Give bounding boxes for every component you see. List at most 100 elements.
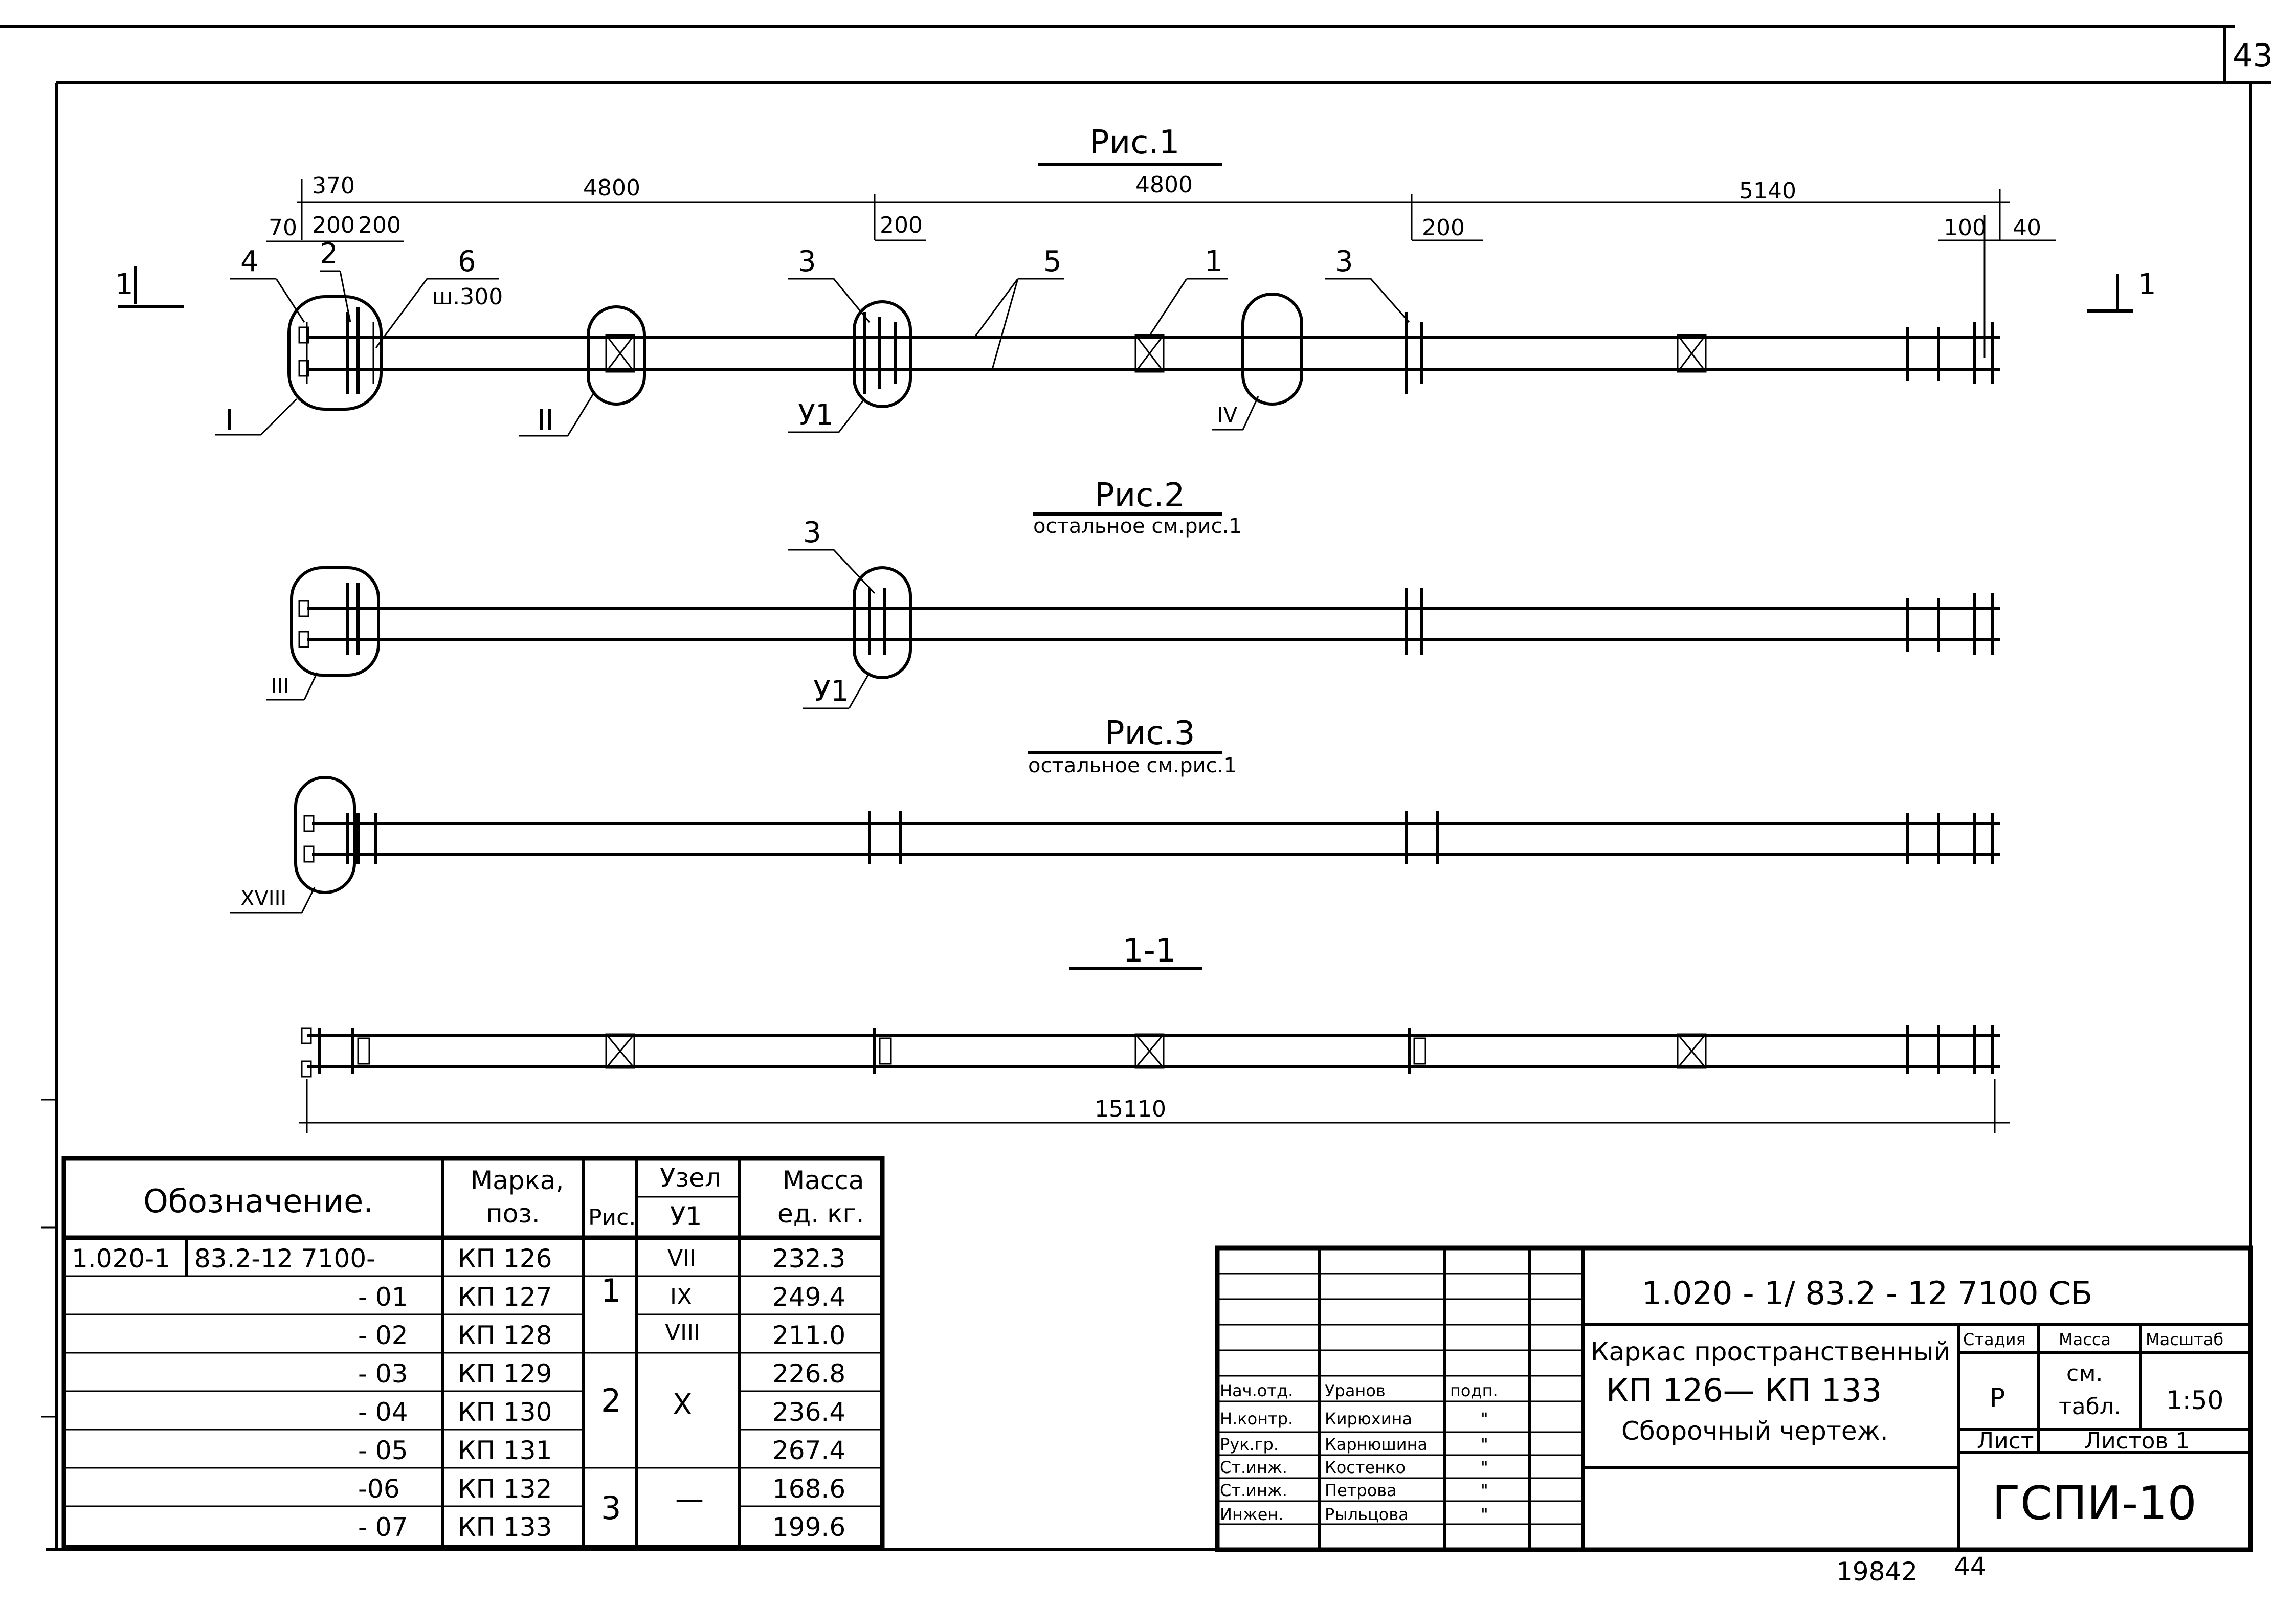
row-mark: КП 131 — [458, 1436, 552, 1465]
th-mass-1: Масса — [783, 1166, 864, 1195]
th-node-2: У1 — [670, 1201, 702, 1231]
th-designation: Обозначение. — [143, 1182, 373, 1220]
fig2-label-III: III — [271, 675, 289, 698]
row-mass: 267.4 — [772, 1436, 845, 1465]
node-value: IX — [670, 1284, 692, 1310]
fig1-cross-braces — [605, 334, 1707, 373]
title-block: 1.020 - 1/ 83.2 - 12 7100 СБ Каркас прос… — [1215, 1245, 2253, 1552]
node-value: VIII — [665, 1320, 700, 1346]
sig-sign: " — [1481, 1435, 1488, 1454]
fig-group-2: 2 — [601, 1382, 621, 1419]
row-mark: КП 130 — [458, 1397, 552, 1427]
fig1-verticals — [306, 307, 1994, 394]
fig3-node-XVIII — [294, 776, 356, 894]
fig2-node-III — [290, 566, 380, 677]
fig1-dim-200-b: 200 — [358, 212, 401, 238]
fig3-subtitle: остальное см.рис.1 — [1028, 754, 1237, 777]
fig1-label-II: II — [537, 404, 554, 437]
fig1-dim-40: 40 — [2013, 215, 2041, 241]
row-mark: КП 126 — [458, 1244, 552, 1274]
doc-name-2: КП 126— КП 133 — [1606, 1372, 1882, 1409]
fig1-callout-3b: 3 — [1335, 245, 1353, 278]
th-mark-2: поз. — [486, 1199, 540, 1229]
fig1-dim-370: 370 — [312, 173, 355, 199]
row-mark: КП 128 — [458, 1321, 552, 1350]
scale-label: Масштаб — [2146, 1330, 2223, 1349]
fig1-callout-w300: ш.300 — [432, 284, 503, 310]
fig1-callout-4: 4 — [240, 245, 259, 278]
sig-name: Петрова — [1325, 1481, 1397, 1500]
row-des-a: 1.020-1 — [72, 1244, 170, 1274]
section-1-1: 1-1 15110 — [299, 932, 2010, 1133]
sig-role: Нач.отд. — [1220, 1381, 1293, 1400]
fig-group-1: 1 — [601, 1272, 621, 1309]
sheets-label: Листов 1 — [2084, 1428, 2190, 1454]
section-dim-total: 15110 — [1095, 1096, 1166, 1122]
sig-role: Н.контр. — [1220, 1409, 1293, 1429]
sheet-number: 43 — [2233, 37, 2273, 74]
fig1-callout-2: 2 — [320, 237, 338, 271]
sig-role: Ст.инж. — [1220, 1458, 1287, 1477]
fig2-label-Y1: У1 — [813, 675, 849, 708]
mass-label: Масса — [2059, 1330, 2111, 1349]
fig1-node-II — [587, 305, 646, 406]
row-des-b: - 03 — [358, 1359, 408, 1389]
row-mass: 232.3 — [772, 1244, 845, 1274]
fig-group-3: 3 — [601, 1489, 621, 1527]
fig1-callout-3a: 3 — [798, 245, 816, 278]
figure-3: Рис.3 остальное см.рис.1 XVIII — [230, 715, 2000, 914]
row-mass: 211.0 — [772, 1321, 845, 1350]
fig1-title: Рис.1 — [1089, 124, 1179, 162]
sig-sign: " — [1481, 1409, 1488, 1429]
row-mass: 249.4 — [772, 1282, 845, 1312]
row-mark: КП 127 — [458, 1282, 552, 1312]
node-value: VII — [667, 1245, 696, 1271]
row-des-b: - 02 — [358, 1321, 408, 1350]
doc-code: 1.020 - 1/ 83.2 - 12 7100 СБ — [1642, 1275, 2092, 1312]
fig1-label-IV: IV — [1217, 404, 1238, 427]
th-mass-2: ед. кг. — [777, 1199, 864, 1229]
sig-name: Уранов — [1325, 1381, 1386, 1400]
figure-2: Рис.2 остальное см.рис.1 III У1 3 — [266, 477, 2000, 709]
sig-sign: " — [1481, 1458, 1488, 1477]
th-mark-1: Марка, — [471, 1166, 564, 1195]
row-mass: 226.8 — [772, 1359, 845, 1389]
doc-name-1: Каркас пространственный — [1591, 1337, 1950, 1367]
node-value: X — [673, 1388, 692, 1421]
fig1-callout-5: 5 — [1043, 245, 1062, 278]
th-fig: Рис. — [588, 1204, 636, 1231]
fig1-dim-200-c: 200 — [880, 212, 923, 238]
section-mark-left: 1 — [115, 268, 133, 301]
sig-name: Кирюхина — [1325, 1409, 1412, 1429]
row-des-b: - 05 — [358, 1436, 408, 1465]
fig1-callout-6: 6 — [458, 245, 476, 278]
row-des-b: - 07 — [358, 1512, 408, 1542]
section-mark-right: 1 — [2138, 268, 2156, 301]
sig-name: Рыльцова — [1325, 1505, 1409, 1524]
row-des-b: 83.2-12 7100- — [194, 1244, 375, 1274]
row-mass: 199.6 — [772, 1512, 845, 1542]
row-mass: 236.4 — [772, 1397, 845, 1427]
sig-role: Ст.инж. — [1220, 1481, 1287, 1500]
stage-label: Стадия — [1963, 1330, 2026, 1349]
sig-sign: " — [1481, 1505, 1488, 1524]
row-mass: 168.6 — [772, 1474, 845, 1504]
row-des-b: - 04 — [358, 1397, 408, 1427]
mass-value-2: табл. — [2059, 1394, 2121, 1420]
mass-value-1: см. — [2066, 1360, 2103, 1387]
th-node-1: Узел — [660, 1163, 721, 1193]
fig1-dim-70: 70 — [269, 215, 297, 241]
fig1-label-Y1: У1 — [798, 398, 834, 432]
fig1-dim-200-d: 200 — [1422, 215, 1465, 241]
row-mark: КП 133 — [458, 1512, 552, 1542]
fig3-label-XVIII: XVIII — [240, 887, 286, 910]
fig2-subtitle: остальное см.рис.1 — [1033, 515, 1242, 538]
section-title: 1-1 — [1123, 932, 1176, 970]
row-des-b: - 01 — [358, 1282, 408, 1312]
fig1-dim-200-a: 200 — [312, 212, 355, 238]
fig2-node-Y1 — [853, 566, 912, 679]
fig1-node-Y1 — [853, 300, 912, 408]
signature-grid — [1217, 1273, 1583, 1525]
fig1-node-I — [287, 295, 383, 411]
